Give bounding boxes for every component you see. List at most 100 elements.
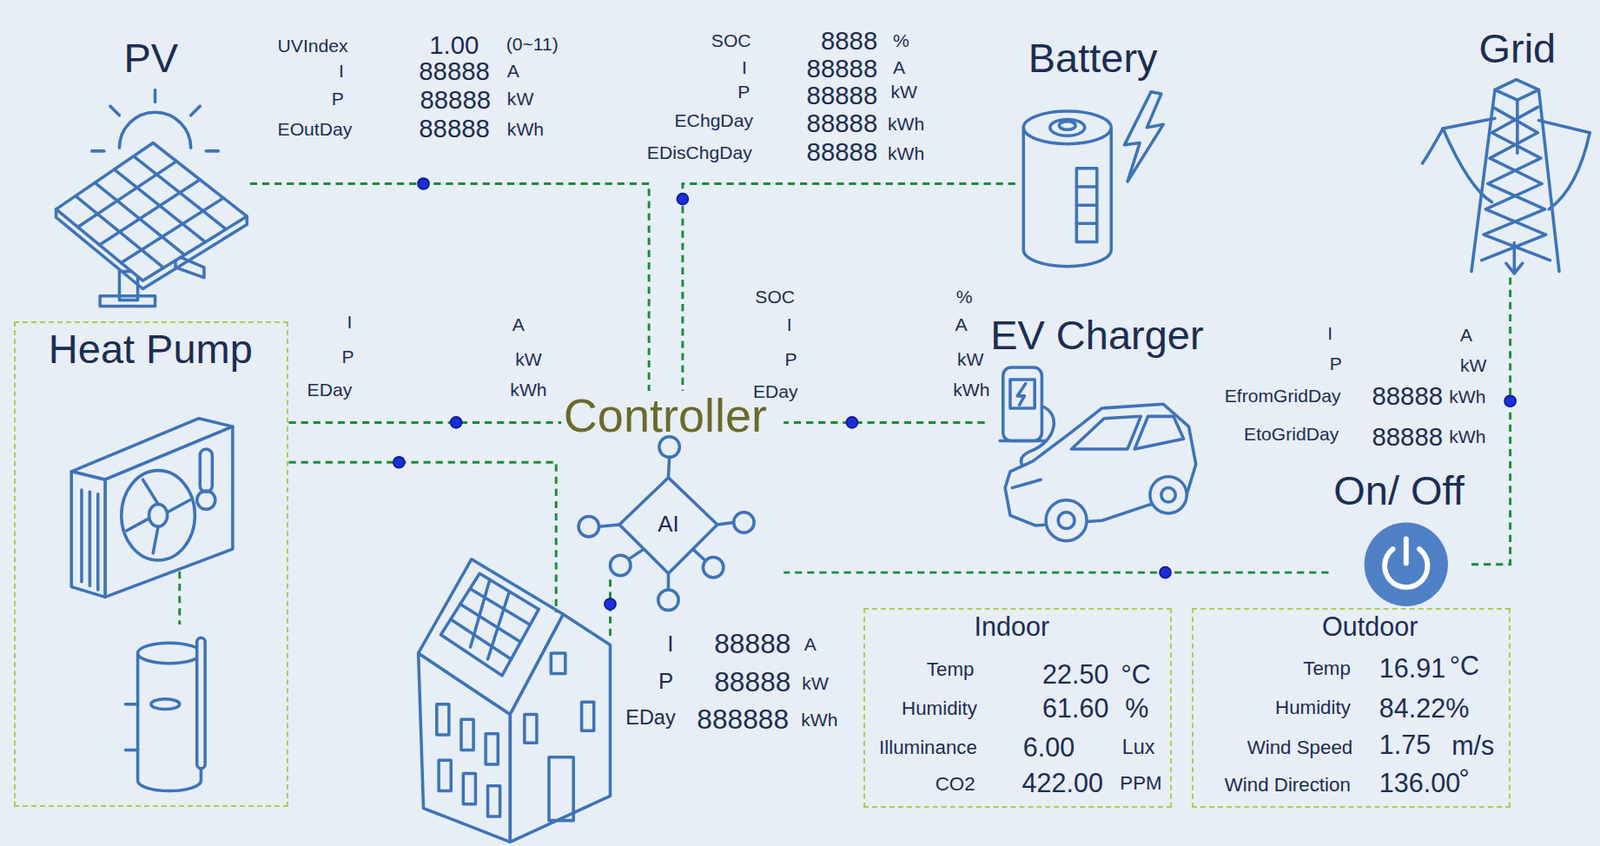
dashed-connector xyxy=(1469,277,1511,565)
battery-node: Battery xyxy=(1015,30,1174,271)
node-text: % xyxy=(1124,693,1149,724)
readout-label: EDay xyxy=(753,381,799,403)
readout-label: UVIndex xyxy=(277,35,349,57)
node-text: kWh xyxy=(800,709,838,731)
node-text: Wind Direction xyxy=(1224,773,1351,797)
readout-label: I xyxy=(786,313,793,335)
node-text: 422.00 xyxy=(1022,767,1104,799)
node-title: PV xyxy=(124,34,179,82)
house-node: I88888AP88888kWEDay888888kWh xyxy=(413,612,611,842)
readout-label: kWh xyxy=(1448,426,1486,448)
readout-label: 1.00 xyxy=(429,30,479,60)
readout-label: P xyxy=(737,81,750,103)
readout-label: kW xyxy=(1460,354,1488,376)
readout-label: EDisChgDay xyxy=(647,142,753,164)
node-text: Wind Speed xyxy=(1247,736,1354,760)
water-tank-icon xyxy=(125,637,205,791)
node-text: Temp xyxy=(1302,657,1351,681)
node-title: Controller xyxy=(563,388,767,443)
dashed-connector xyxy=(288,421,562,424)
node-text: PPM xyxy=(1119,772,1162,795)
readout-label: A xyxy=(1460,324,1473,346)
node-text: Temp xyxy=(926,658,975,681)
readout-label: A xyxy=(507,60,520,82)
readout-label: 88888 xyxy=(418,56,490,86)
readout-label: kWh xyxy=(952,379,990,401)
readout-label: P xyxy=(1329,353,1343,375)
node-text: 88888 xyxy=(714,628,791,660)
readout-label: I xyxy=(346,311,352,333)
readout-label: kWh xyxy=(507,119,544,140)
node-text: 61.60 xyxy=(1042,693,1109,724)
house-icon xyxy=(418,559,611,842)
readout-label: 88888 xyxy=(806,81,879,112)
readout-label: 88888 xyxy=(418,113,490,144)
readout-label: A xyxy=(955,313,968,335)
readout-label: 88888 xyxy=(806,137,879,167)
node-text: Humidity xyxy=(901,697,978,721)
node-title: On/ Off xyxy=(1333,467,1465,515)
node-text: CO2 xyxy=(935,773,976,796)
node-text: Illuminance xyxy=(879,736,978,760)
readout-label: A xyxy=(512,313,525,335)
node-text: 136.00 xyxy=(1379,767,1461,799)
readout-label: kWh xyxy=(887,143,925,165)
node-text: 16.91 xyxy=(1379,654,1446,685)
node-text: 888888 xyxy=(696,703,789,735)
readout-label: kWh xyxy=(887,113,925,135)
readout-label: P xyxy=(784,348,797,370)
readout-label: kW xyxy=(507,88,535,110)
grid-node: Grid xyxy=(1416,25,1594,278)
pv-node: PV xyxy=(51,35,251,306)
readout-label: kWh xyxy=(1448,386,1486,408)
battery-icon xyxy=(1023,92,1164,267)
readout-label: SOC xyxy=(754,286,795,308)
readout-label: EOutDay xyxy=(277,119,353,140)
outdoor-panel: OutdoorTemp16.91°CHumidity84.22%Wind Spe… xyxy=(1191,608,1511,808)
readout-label: 88888 xyxy=(1371,381,1443,411)
node-title: I xyxy=(667,632,674,659)
ev-charger-icon xyxy=(999,367,1197,542)
ai-chip-icon xyxy=(578,436,754,611)
node-text: 84.22% xyxy=(1379,693,1470,724)
node-text: °C xyxy=(1449,650,1480,681)
pv-icon xyxy=(56,89,248,306)
node-text: EDay xyxy=(625,707,675,731)
ev-charger-node: EV Charger xyxy=(985,309,1210,544)
readout-label: % xyxy=(956,286,973,308)
node-text: 1.75 xyxy=(1379,730,1431,761)
dashed-connector xyxy=(783,421,985,424)
node-title: Outdoor xyxy=(1322,611,1418,642)
readout-label: A xyxy=(892,56,906,78)
readout-label: kWh xyxy=(509,379,547,401)
readout-label: EDay xyxy=(307,379,353,401)
node-text: kW xyxy=(801,673,829,695)
readout-label: P xyxy=(342,346,355,368)
node-title: Indoor xyxy=(974,611,1051,642)
readout-label: EfromGridDay xyxy=(1224,385,1342,407)
node-text: 88888 xyxy=(714,665,791,697)
dashed-connector xyxy=(288,462,556,613)
node-text: °C xyxy=(1121,660,1151,691)
readout-label: 88888 xyxy=(1371,422,1443,452)
readout-label: kW xyxy=(957,348,985,370)
readout-label: 88888 xyxy=(806,53,879,84)
readout-label: kW xyxy=(891,81,919,103)
readout-label: I xyxy=(338,60,344,82)
dashed-connector xyxy=(682,183,1016,391)
node-title: Battery xyxy=(1028,34,1158,82)
power-switch-node: On/ Off xyxy=(1328,467,1470,609)
readout-label: (0~11) xyxy=(506,33,559,54)
node-title: EV Charger xyxy=(990,311,1204,359)
readout-label: P xyxy=(331,88,344,110)
grid-tower-icon xyxy=(1422,79,1591,274)
readout-label: SOC xyxy=(711,30,752,52)
readout-label: kW xyxy=(515,348,543,370)
readout-label: 8888 xyxy=(820,26,878,56)
node-text: P xyxy=(658,668,674,695)
readout-label: EChgDay xyxy=(674,109,754,131)
readout-label: 88888 xyxy=(419,85,491,115)
